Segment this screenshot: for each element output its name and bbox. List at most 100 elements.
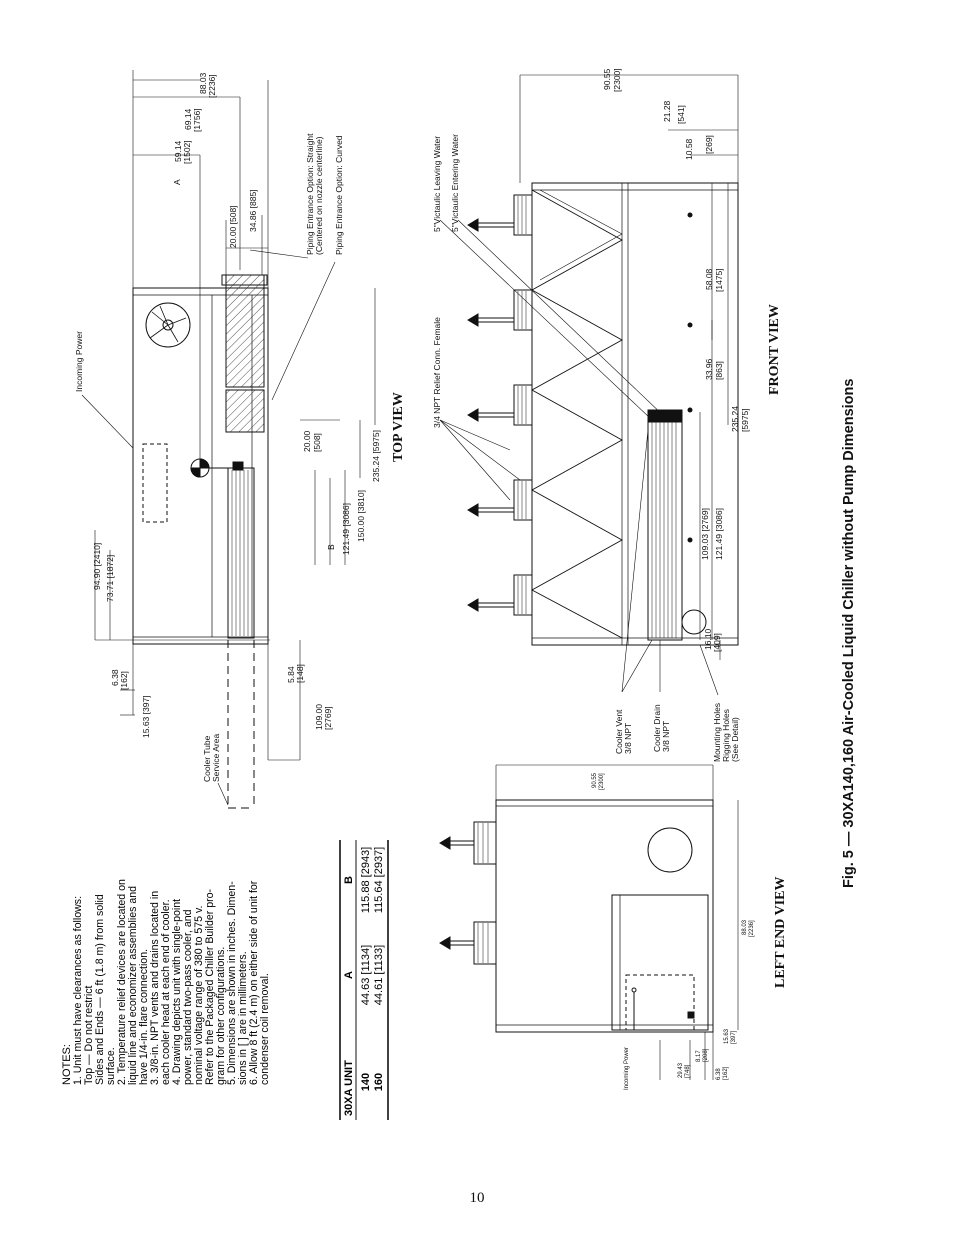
coil-zigzag	[531, 189, 623, 639]
entering-water-label: 5"Victaulic Entering Water	[450, 134, 460, 232]
dim-label: 73.71 [1872]	[105, 555, 115, 602]
dim-label: 21.28	[662, 100, 672, 122]
dim-label: 33.96	[704, 358, 714, 380]
left-end-view	[439, 764, 739, 1080]
dim-label: 29.43	[678, 1062, 684, 1078]
front-view-title: FRONT VIEW	[767, 304, 782, 395]
mounting-holes-label: Mounting Holes	[712, 703, 722, 762]
note-line: Sides and Ends — 6 ft (1.8 m) from solid	[94, 894, 106, 1085]
table-cell: 140	[360, 1073, 372, 1091]
hatched-panel	[225, 389, 265, 433]
note-line: each cooler head at each end of cooler.	[160, 899, 172, 1085]
cooler-drain-label: Cooler Drain	[652, 704, 662, 752]
note-line: 6. Allow 8 ft (2.4 m) on either side of …	[248, 880, 260, 1085]
cooler-end-icon	[647, 827, 693, 873]
table-header-b: B	[343, 876, 355, 884]
dim-label-a: A	[172, 179, 182, 185]
dim-label: 121.49 [3086]	[341, 503, 351, 555]
fan-icon	[145, 302, 191, 348]
dim-label: 6.38	[110, 669, 120, 686]
front-view-labels: 5"Victaulic Leaving Water 5"Victaulic En…	[432, 68, 782, 762]
dim-label: 90.55	[592, 772, 598, 788]
dim-label: [1475]	[714, 268, 724, 292]
page-number: 10	[469, 1190, 485, 1206]
relief-conn-label: 3/4 NPT Relief Conn. Female	[432, 317, 442, 428]
dim-label: 34.86 [885]	[248, 189, 258, 232]
dim-label: 58.08	[704, 268, 714, 290]
dim-label: [409]	[712, 633, 722, 652]
left-end-view-title: LEFT END VIEW	[773, 876, 788, 988]
dim-label: 10.58	[684, 138, 694, 160]
figure-caption: Fig. 5 — 30XA140,160 Air-Cooled Liquid C…	[841, 379, 857, 888]
dim-label: [2236]	[207, 74, 217, 98]
dim-label: [1756]	[192, 108, 202, 132]
dim-label: [2236]	[749, 920, 755, 937]
dim-label: [162]	[723, 1066, 729, 1080]
piping-curved-label: Piping Entrance Option: Curved	[334, 135, 344, 255]
note-line: sions in [ ] are in millimeters.	[237, 951, 249, 1085]
dim-label: [208]	[703, 1048, 709, 1062]
note-line: condenser coil removal.	[259, 973, 271, 1085]
dim-label: 8.17	[696, 1050, 702, 1062]
cooler-drain-sub-label: 3/8 NPT	[661, 721, 671, 752]
top-view	[81, 70, 376, 809]
dim-label: 88.03	[742, 919, 748, 935]
rigging-holes-label: Rigging Holes	[721, 709, 731, 762]
control-box	[625, 974, 695, 1031]
dim-label: 15.63 [397]	[141, 695, 151, 738]
dim-label: [5975]	[740, 408, 750, 432]
top-view-labels: Incoming Power Piping Entrance Option: S…	[74, 72, 406, 782]
dim-label: [148]	[295, 664, 305, 683]
cooler-vent-sub-label: 3/8 NPT	[623, 723, 633, 754]
piping-straight-label: Piping Entrance Option: Straight	[305, 133, 315, 255]
dim-label: 150.00 [3810]	[356, 490, 366, 542]
fan-stack	[473, 821, 497, 865]
dim-label: [508]	[312, 433, 322, 452]
note-line: 2. Temperature relief devices are locate…	[116, 879, 128, 1085]
dim-label: [269]	[704, 135, 714, 154]
piping-straight-sub-label: (Centered on nozzle centerline)	[314, 136, 324, 255]
fan-stack	[473, 921, 497, 965]
table-cell: 160	[373, 1073, 385, 1091]
dim-label: 15.63	[724, 1028, 730, 1044]
note-line: Top — Do not restrict	[83, 985, 95, 1085]
dim-label: 69.14	[183, 108, 193, 130]
mounting-holes	[687, 212, 693, 543]
notes-lines: 1. Unit must have clearances as follows:…	[72, 879, 271, 1085]
cooler-service-label: Cooler Tube	[202, 735, 212, 782]
note-line: 3. 3/8-in. NPT vents and drains located …	[149, 891, 161, 1085]
top-view-outline	[132, 287, 269, 645]
dim-label: 235.24	[730, 406, 740, 432]
notes-block: NOTES: 1. Unit must have clearances as f…	[61, 879, 271, 1085]
table-cell: 44.61 [1133]	[373, 945, 385, 1005]
note-line: 1. Unit must have clearances as follows:	[72, 896, 84, 1085]
fan-stacks	[513, 194, 533, 616]
dim-label: 5.84	[286, 666, 296, 683]
table-header-a: A	[343, 971, 355, 979]
dim-label: 121.49 [3086]	[714, 508, 724, 560]
dim-label: [863]	[714, 361, 724, 380]
dim-label: [1502]	[182, 140, 192, 164]
electrical-box	[142, 443, 168, 523]
front-view-outline	[531, 182, 739, 646]
note-line: gram for other configurations.	[215, 947, 227, 1085]
dim-label: 16.10	[703, 628, 713, 650]
airflow-arrows	[439, 836, 474, 950]
note-line: power, standard two-pass cooler, and	[182, 909, 194, 1085]
leaving-water-label: 5"Victaulic Leaving Water	[432, 136, 442, 232]
dim-label: [2300]	[612, 68, 622, 92]
rigging-hole-detail	[681, 609, 707, 635]
dim-label: 59.14	[173, 140, 183, 162]
dim-label: [541]	[676, 105, 686, 124]
note-line: have 1/4-in. flare connection.	[138, 949, 150, 1085]
note-line: Refer to the Packaged Chiller Builder pr…	[204, 888, 216, 1085]
note-line: liquid line and economizer assemblies an…	[127, 886, 139, 1085]
see-detail-label: (See Detail)	[730, 717, 740, 762]
dim-label: 109.00	[314, 704, 324, 730]
dim-label: 109.03 [2769]	[700, 508, 710, 560]
note-line: 5. Dimensions are shown in inches. Dimen…	[226, 881, 238, 1085]
note-line: surface.	[105, 1047, 117, 1085]
dim-label: [397]	[731, 1030, 737, 1044]
note-line: 4. Drawing depicts unit with single-poin…	[171, 899, 183, 1085]
